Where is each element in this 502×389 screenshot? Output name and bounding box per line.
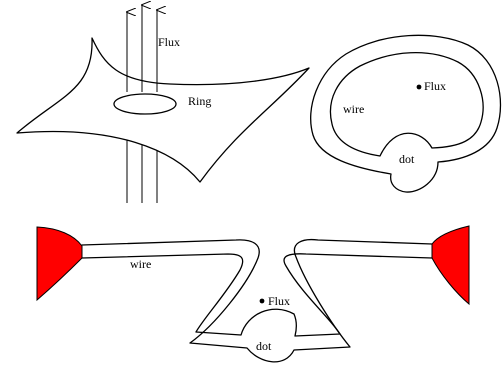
dot-label: dot bbox=[399, 152, 415, 166]
flux-point bbox=[416, 84, 422, 90]
wire-loop-inner bbox=[329, 51, 484, 157]
flux-lines-upper bbox=[127, 5, 157, 92]
flux-label: Flux bbox=[158, 35, 180, 49]
right-lead bbox=[431, 225, 470, 306]
wire-inner-boundary bbox=[81, 253, 433, 337]
flux-label: Flux bbox=[268, 294, 290, 308]
wire-outer-boundary bbox=[81, 238, 433, 363]
panel-c-open-wire-with-leads: Flux wire dot bbox=[36, 225, 470, 363]
ring-label: Ring bbox=[188, 94, 211, 108]
flux-point bbox=[259, 298, 265, 304]
flux-label: Flux bbox=[424, 79, 446, 93]
wire-label: wire bbox=[130, 257, 151, 271]
panel-b-wire-loop-with-dot: Flux wire dot bbox=[310, 34, 502, 193]
ring-ellipse bbox=[113, 93, 177, 115]
membrane-sheet bbox=[16, 37, 310, 183]
dot-label: dot bbox=[256, 339, 272, 353]
wire-label: wire bbox=[343, 102, 364, 116]
panel-a-flux-through-ring: Flux Ring bbox=[16, 5, 310, 203]
wire-loop-outer bbox=[310, 34, 502, 193]
left-lead bbox=[36, 226, 83, 302]
